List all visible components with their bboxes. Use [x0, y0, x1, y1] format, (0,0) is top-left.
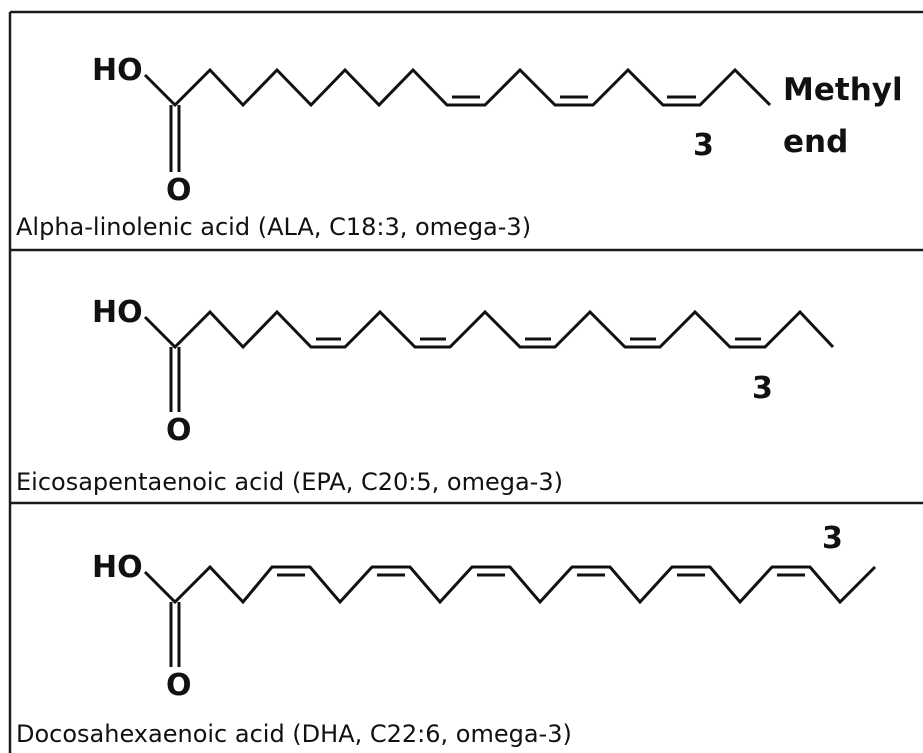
- molecule-dha: HO O 3 Docosahexaenoic acid (DHA, C22:6,…: [16, 521, 877, 748]
- ala-hydroxyl-label: HO: [92, 53, 143, 88]
- molecule-ala: HO O 3 Alpha-linolenic acid (ALA, C18:3,…: [16, 53, 772, 241]
- epa-oxygen-label: O: [166, 413, 192, 448]
- epa-chain-skeleton: [143, 309, 835, 350]
- ala-carbon-chain: [143, 67, 772, 172]
- ala-omega-position-label: 3: [693, 128, 714, 163]
- methyl-end-line-2: end: [783, 124, 848, 160]
- methyl-end-line-1: Methyl: [783, 72, 903, 108]
- ala-oxygen-label: O: [166, 173, 192, 208]
- ala-caption: Alpha-linolenic acid (ALA, C18:3, omega-…: [16, 213, 531, 241]
- epa-caption: Eicosapentaenoic acid (EPA, C20:5, omega…: [16, 468, 563, 496]
- dha-oxygen-label: O: [166, 668, 192, 703]
- molecule-epa: HO O 3 Eicosapentaenoic acid (EPA, C20:5…: [16, 295, 835, 496]
- ala-chain-skeleton: [143, 67, 772, 108]
- epa-hydroxyl-label: HO: [92, 295, 143, 330]
- dha-caption: Docosahexaenoic acid (DHA, C22:6, omega-…: [16, 720, 572, 748]
- methyl-end-label: Methyl end: [783, 72, 903, 160]
- panel-frame: [8, 10, 923, 753]
- dha-carbon-chain: [143, 564, 877, 667]
- epa-omega-position-label: 3: [752, 371, 773, 406]
- dha-hydroxyl-label: HO: [92, 550, 143, 585]
- dha-chain-skeleton: [143, 564, 877, 605]
- epa-carbon-chain: [143, 309, 835, 412]
- dha-omega-position-label: 3: [822, 521, 843, 556]
